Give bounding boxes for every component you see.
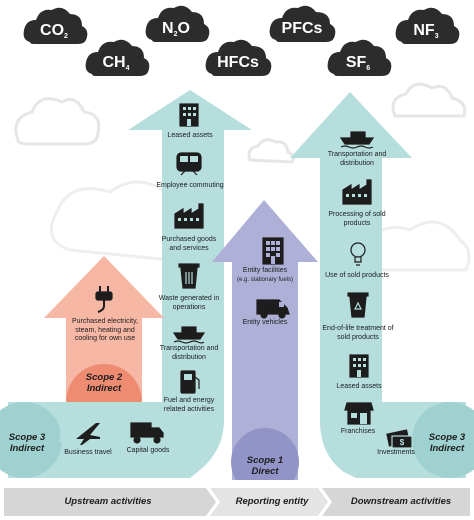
fuel-energy-label: Fuel and energy related activities <box>163 397 215 413</box>
footer-downstream-band <box>322 488 470 516</box>
airplane-icon <box>76 423 100 445</box>
capital-goods-label: Capital goods <box>126 447 170 454</box>
scope1-arrow <box>212 200 318 480</box>
entity-facility-icon <box>262 237 284 265</box>
downstream-transport-label: Transportation and distribution <box>327 151 387 167</box>
recycle-bin-icon <box>347 292 369 318</box>
scope3-right-circle <box>412 402 474 478</box>
gas-label-nf3: NF3 <box>413 22 438 40</box>
money-icon: $ <box>386 429 413 449</box>
factory-icon <box>342 179 372 205</box>
background-clouds <box>14 82 471 272</box>
gas-label-n2o: N2O <box>162 20 190 38</box>
gas-clouds: CO2 N2O PFCs NF3 CH4 HFCs SF6 <box>23 5 460 76</box>
scope1-circle <box>231 428 299 496</box>
cloud-n2o: N2O <box>145 5 210 42</box>
cloud-nf3: NF3 <box>395 7 460 44</box>
entity-facilities-label: Entity facilities(e.g. stationary fuels) <box>236 267 294 283</box>
cloud-sf6: SF6 <box>327 39 392 76</box>
scope3-left-circle <box>0 402 62 478</box>
footer-downstream-label: Downstream activities <box>350 496 452 507</box>
svg-text:$: $ <box>400 438 405 447</box>
lightbulb-icon <box>350 242 366 266</box>
gas-label-hfcs: HFCs <box>217 54 259 71</box>
cloud-hfcs: HFCs <box>205 39 272 76</box>
footer-upstream-label: Upstream activities <box>64 496 152 507</box>
cloud-ch4: CH4 <box>85 39 150 76</box>
end-of-life-label: End-of-life treatment of sold products <box>322 325 394 341</box>
gas-label-ch4: CH4 <box>102 54 129 72</box>
building-icon <box>179 103 199 127</box>
electric-plug-icon <box>95 286 113 313</box>
factory-icon <box>174 203 204 229</box>
purchased-goods-label: Purchased goods and services <box>161 236 217 252</box>
footer-reporting-band <box>210 488 328 516</box>
gas-label-sf6: SF6 <box>346 54 370 72</box>
cloud-pfcs: PFCs <box>269 5 336 42</box>
train-icon <box>176 152 202 176</box>
van-icon <box>256 299 290 319</box>
gas-label-pfcs: PFCs <box>282 20 323 37</box>
processing-label: Processing of sold products <box>328 211 386 227</box>
footer-upstream-band <box>4 488 216 516</box>
ship-icon <box>172 326 206 344</box>
waste-label: Waste generated in operations <box>158 295 220 311</box>
fuel-pump-icon <box>180 370 200 394</box>
franchises-label: Franchises <box>340 428 376 435</box>
truck-icon <box>130 422 164 444</box>
upstream-transport-label: Transportation and distribution <box>159 345 219 361</box>
building-icon <box>349 354 369 378</box>
footer-reporting-label: Reporting entity <box>235 496 309 507</box>
storefront-icon <box>344 402 374 425</box>
downstream-leased-assets-label: Leased assets <box>336 383 382 390</box>
business-travel-label: Business travel <box>64 449 112 456</box>
scope2-arrow <box>44 256 164 402</box>
upstream-leased-assets-label: Leased assets <box>167 132 213 139</box>
icons: $ <box>76 103 413 449</box>
use-of-sold-products-label: Use of sold products <box>325 272 389 279</box>
employee-commuting-label: Employee commuting <box>156 182 224 189</box>
entity-vehicles-label: Entity vehicles <box>242 319 288 326</box>
ship-icon <box>339 131 375 149</box>
investments-label: Investments <box>377 449 415 456</box>
gas-label-co2: CO2 <box>40 22 68 40</box>
downstream-arrow <box>290 92 466 478</box>
scope2-item-label: Purchased electricity, steam, heating an… <box>71 318 138 342</box>
cloud-co2: CO2 <box>23 7 88 44</box>
trash-bin-icon <box>178 263 200 289</box>
